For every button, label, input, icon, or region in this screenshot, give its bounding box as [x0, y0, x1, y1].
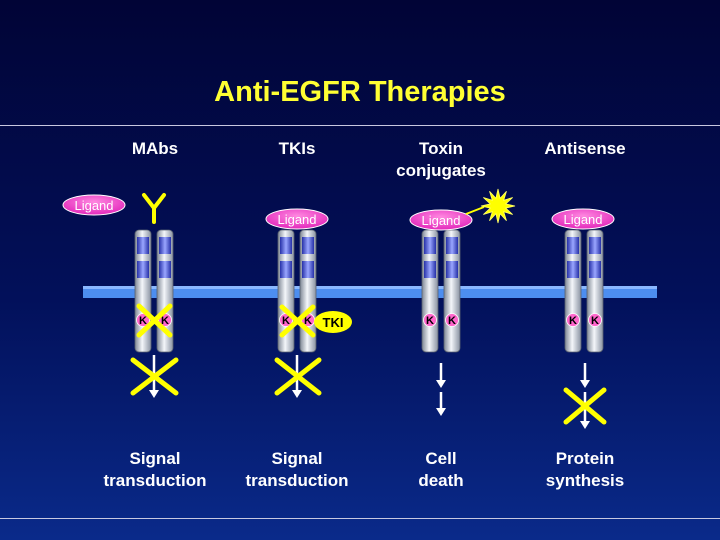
kinase-domain: K [445, 313, 459, 327]
receptor-rod: K [564, 229, 582, 353]
svg-text:K: K [139, 315, 147, 327]
column-label-toxin-conjugates: Toxin conjugates [396, 139, 486, 180]
outcome-cell-death: Cell death [418, 449, 464, 490]
outcome-protein-synthesis: Protein synthesis [545, 449, 625, 490]
arrow-col-3-b [436, 392, 446, 416]
arrow-col-4-a [580, 363, 590, 388]
kinase-domain: K [136, 313, 150, 327]
column-label-antisense: Antisense [544, 139, 626, 158]
kinase-domain: K [566, 313, 580, 327]
svg-text:Ligand: Ligand [421, 213, 460, 228]
ligand-tkis: Ligand [265, 208, 329, 230]
ligand-antisense: Ligand [551, 208, 615, 230]
outcome-signal-transduction-2: Signal transduction [245, 449, 349, 490]
outcome-signal-transduction-1: Signal transduction [103, 449, 207, 490]
receptor-rod: K [134, 229, 152, 353]
column-label-tkis: TKIs [278, 139, 316, 158]
top-divider [0, 125, 720, 126]
svg-text:Ligand: Ligand [74, 198, 113, 213]
cell-membrane [83, 286, 657, 298]
svg-text:K: K [161, 315, 169, 327]
toxin-burst-icon [465, 188, 516, 224]
svg-text:K: K [591, 315, 599, 327]
column-label-mabs: MAbs [131, 139, 179, 158]
cross-icon-mabs-signal [130, 357, 179, 396]
cross-icon-mabs-kinase [136, 303, 173, 338]
receptor-rod: K [421, 229, 439, 353]
receptor-rod: K [443, 229, 461, 353]
receptor-rod: K [277, 229, 295, 353]
arrow-col-3-a [436, 363, 446, 388]
receptor-rod: K [586, 229, 604, 353]
bottom-divider [0, 518, 720, 519]
cross-icon-tkis-kinase [279, 304, 316, 338]
svg-text:Ligand: Ligand [563, 212, 602, 227]
svg-text:Ligand: Ligand [277, 212, 316, 227]
ligand-toxin-conjugates: Ligand [409, 209, 473, 231]
ligand-mabs: Ligand [62, 194, 126, 216]
svg-text:K: K [569, 315, 577, 327]
kinase-domain: K [423, 313, 437, 327]
tki-inhibitor: TKI [314, 311, 352, 333]
receptor-rod: K [299, 229, 317, 353]
kinase-domain: K [588, 313, 602, 327]
svg-text:TKI: TKI [323, 315, 344, 330]
svg-text:K: K [426, 315, 434, 327]
cross-icon-tkis-signal [274, 357, 322, 396]
svg-text:K: K [304, 315, 312, 327]
antibody-icon [142, 193, 166, 224]
svg-text:K: K [282, 315, 290, 327]
receptor-rod: K [156, 229, 174, 353]
svg-text:K: K [448, 315, 456, 327]
slide-title: Anti-EGFR Therapies [214, 76, 506, 108]
cross-icon-antisense [563, 387, 607, 425]
